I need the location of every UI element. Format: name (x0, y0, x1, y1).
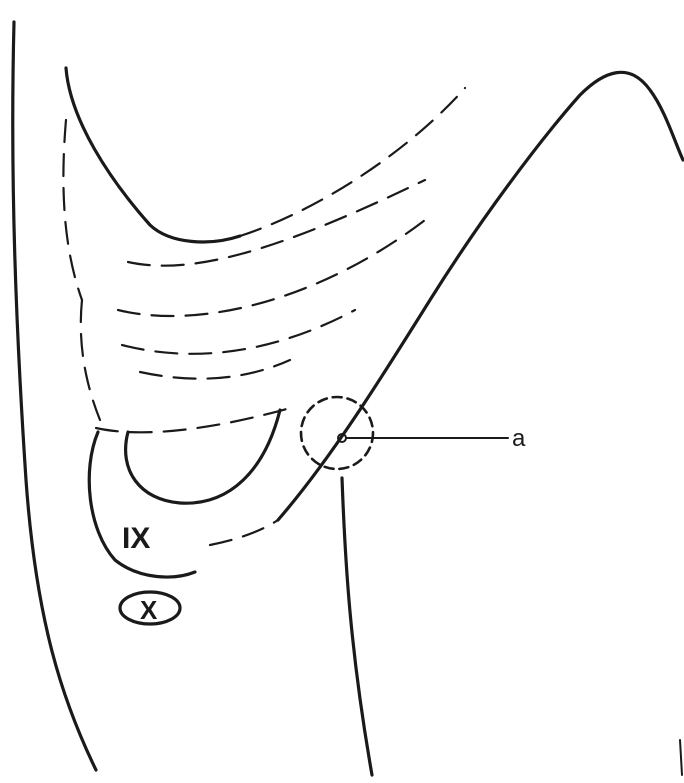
rib-margin-dashed-upper (63, 120, 82, 300)
rib-dashed-6 (96, 408, 290, 432)
rib-loop-inner (126, 410, 280, 503)
flank-diagonal-line (278, 72, 683, 520)
left-body-contour (13, 22, 96, 770)
point-a-dashed-circle (301, 397, 373, 469)
right-edge-mark (680, 740, 682, 775)
costal-arch-curve (66, 68, 240, 242)
rib-margin-dashed-lower (81, 300, 100, 420)
rib-ix-label: IX (122, 522, 150, 555)
rib-dashed-1 (240, 88, 465, 236)
rib-x-label: X (140, 595, 158, 625)
rib-dashed-5 (140, 360, 290, 379)
point-a-label: a (512, 425, 526, 452)
rib-ix-dashed-end (210, 520, 278, 545)
lower-vertical-line (342, 478, 372, 775)
